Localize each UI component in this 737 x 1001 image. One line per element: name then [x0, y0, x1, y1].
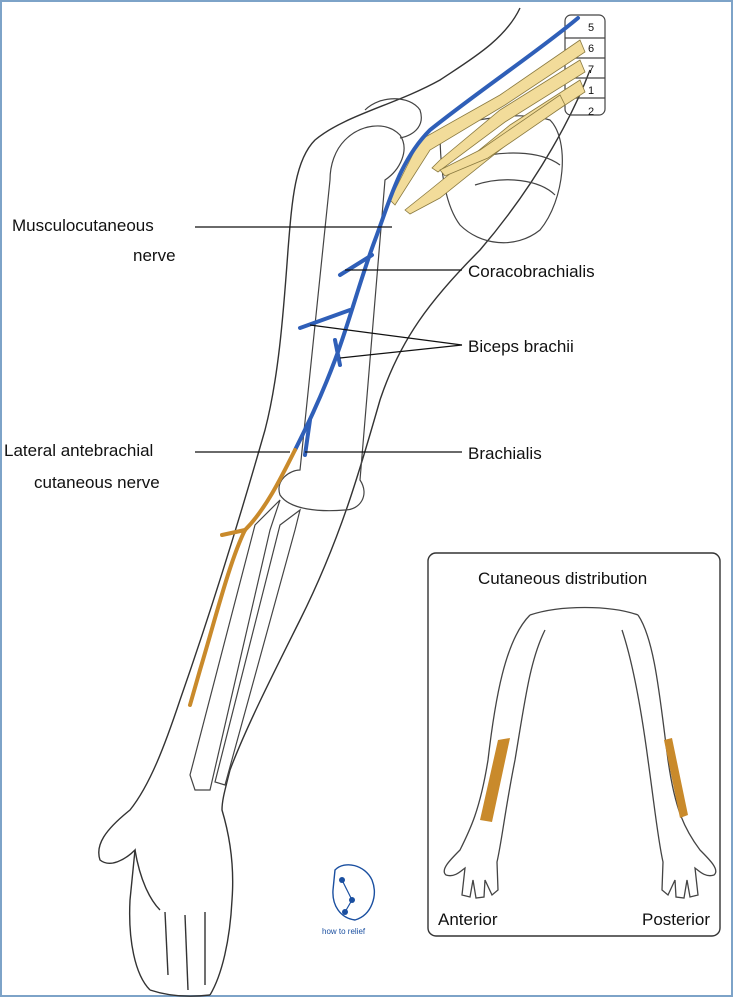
cutaneous-distribution-inset: Cutaneous distribution Anterior Posterio… [427, 552, 721, 937]
label-lateral-line1: Lateral antebrachial [4, 441, 153, 460]
label-coracobrachialis: Coracobrachialis [468, 262, 595, 281]
spinal-level-label: 6 [588, 43, 594, 55]
spinal-level-label: 7 [588, 64, 594, 76]
anterior-cutaneous-area [480, 738, 510, 822]
label-musculocutaneous-line1: Musculocutaneous [12, 216, 154, 235]
brachial-plexus [389, 39, 586, 215]
spinal-level-label: 5 [588, 22, 594, 34]
leader-lines [195, 226, 463, 453]
inset-title: Cutaneous distribution [478, 569, 647, 588]
logo-text: how to relief [322, 927, 366, 936]
lateral-antebrachial-cutaneous-nerve [188, 448, 297, 707]
arm-outline [98, 7, 591, 997]
label-biceps-brachii: Biceps brachii [468, 337, 574, 356]
label-musculocutaneous-line2: nerve [133, 246, 176, 265]
how-to-relief-logo: how to relief [322, 864, 375, 936]
label-lateral-line2: cutaneous nerve [34, 473, 160, 492]
musculocutaneous-nerve [293, 16, 580, 457]
spinal-level-label: 2 [588, 106, 594, 118]
inset-posterior-label: Posterior [642, 910, 710, 929]
inset-anterior-label: Anterior [438, 910, 498, 929]
label-brachialis: Brachialis [468, 444, 542, 463]
posterior-cutaneous-area [664, 738, 688, 818]
spinal-level-label: 1 [588, 85, 594, 97]
